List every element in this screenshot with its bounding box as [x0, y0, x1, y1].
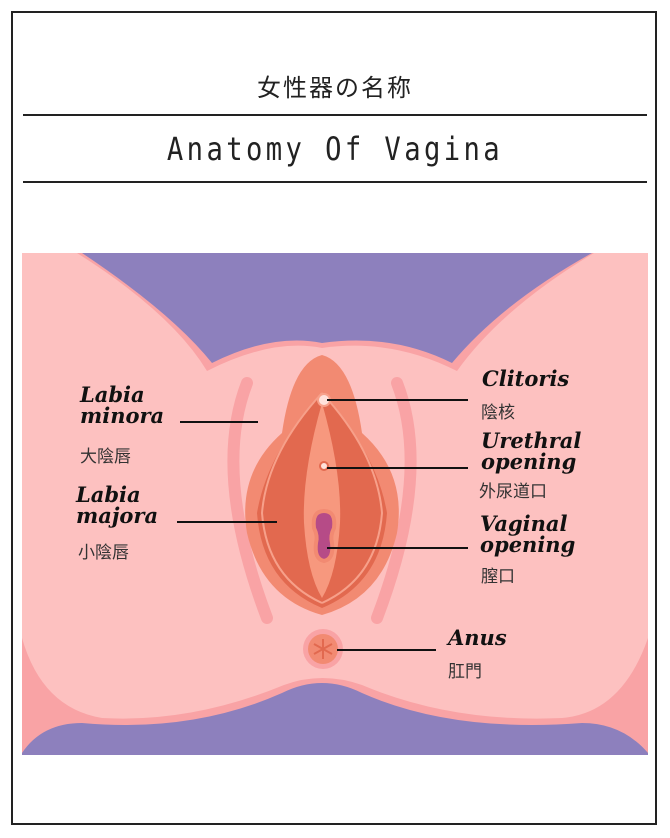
label-text: Urethral: [481, 428, 582, 453]
label-labia-majora-jp: 小陰唇: [78, 543, 129, 563]
label-text: opening: [480, 532, 576, 557]
leader-lines: [177, 399, 468, 651]
label-text: Vaginal: [480, 511, 568, 536]
label-text: Labia: [80, 382, 145, 407]
anus-star: [313, 639, 333, 659]
divider-bottom: [23, 181, 647, 183]
label-anus: Anus: [448, 625, 507, 650]
label-text: Labia: [76, 482, 141, 507]
label-labia-minora-jp: 大陰唇: [80, 447, 131, 467]
divider-top: [23, 114, 647, 116]
right-fold: [371, 377, 417, 624]
left-fold: [227, 377, 273, 624]
vaginal-opening-mark: [311, 508, 337, 564]
gap-bottom: [280, 713, 364, 753]
labia-edge-left: [260, 392, 323, 604]
label-text: majora: [76, 503, 159, 528]
label-urethral-opening-jp: 外尿道口: [479, 482, 547, 502]
urethra-mark: [319, 461, 329, 471]
label-vaginal-opening-jp: 膣口: [481, 567, 515, 587]
label-clitoris-jp: 陰核: [481, 403, 515, 423]
label-clitoris: Clitoris: [482, 366, 570, 391]
title-english: Anatomy Of Vagina: [166, 130, 504, 168]
label-anus-jp: 肛門: [448, 662, 482, 682]
label-text: minora: [80, 403, 165, 428]
label-text: opening: [481, 449, 577, 474]
title-japanese: 女性器の名称: [257, 74, 413, 102]
page-frame: [11, 11, 657, 825]
labia-edge-right: [321, 392, 384, 604]
anatomy-illustration: [22, 253, 648, 755]
